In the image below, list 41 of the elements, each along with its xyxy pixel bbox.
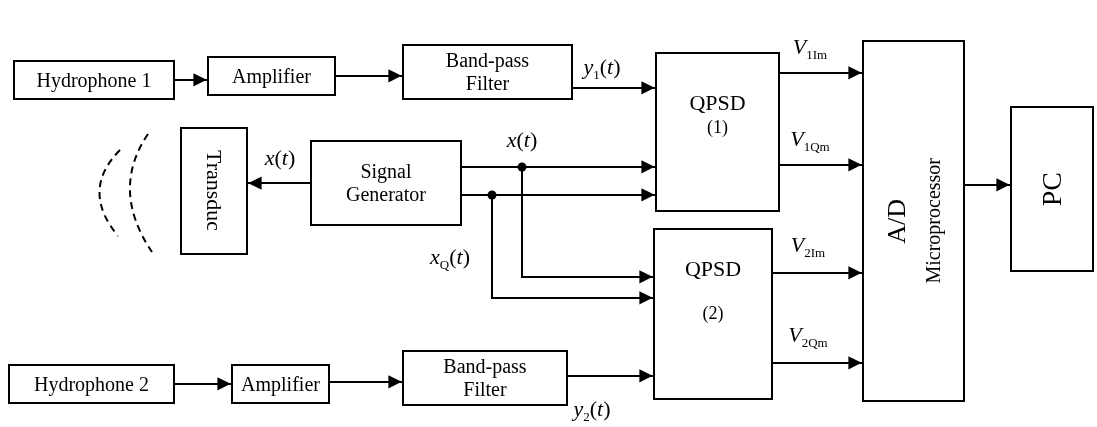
- block-box: [13, 60, 175, 100]
- block-label: Transduc: [201, 150, 227, 232]
- block-label: Microprocessor: [921, 158, 945, 284]
- block-label: Hydrophone 2: [34, 372, 149, 396]
- arrow: [335, 69, 403, 83]
- block-label: (2): [702, 303, 724, 324]
- block-box: [231, 364, 330, 404]
- arrow: [772, 356, 863, 370]
- block-label: QPSD: [689, 90, 746, 116]
- block-label: PC: [1035, 171, 1068, 207]
- arrow: [964, 178, 1011, 192]
- block-box: [1010, 106, 1094, 272]
- block-box: [402, 350, 568, 406]
- block-box: [862, 40, 965, 402]
- block-label: Amplifier: [241, 372, 320, 396]
- block-label: Signal Generator: [345, 160, 427, 206]
- block-label: Hydrophone 1: [36, 68, 152, 92]
- arrow: [329, 375, 403, 389]
- arrow: [779, 66, 863, 80]
- arrow: [174, 377, 232, 391]
- block-label: Amplifier: [232, 64, 311, 88]
- block-label: Band-pass Filter: [444, 49, 531, 95]
- block-label: QPSD: [684, 256, 742, 282]
- edge-label: x(t): [262, 147, 298, 169]
- arrow: [174, 73, 208, 87]
- block-box: [180, 127, 248, 255]
- block-label: A/D: [882, 198, 912, 244]
- block-box: [310, 140, 462, 226]
- arrow: [567, 369, 654, 383]
- block-box: [402, 44, 573, 100]
- block-box: [207, 56, 336, 96]
- block-box: [8, 364, 175, 404]
- block-box: [655, 52, 780, 212]
- arrow: [247, 176, 311, 190]
- block-label: (1): [707, 117, 728, 138]
- arrow: [772, 266, 863, 280]
- block-label: Band-pass Filter: [442, 355, 528, 401]
- block-box: [653, 228, 773, 400]
- edge-label: x(t): [504, 129, 540, 151]
- arrow: [572, 81, 656, 95]
- arrow: [779, 158, 863, 172]
